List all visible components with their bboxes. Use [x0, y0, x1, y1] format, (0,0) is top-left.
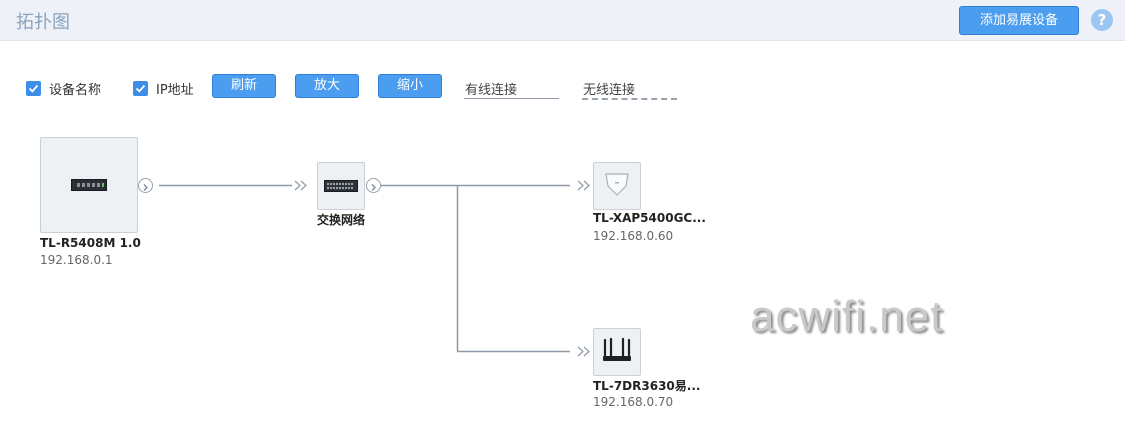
ap-ip: 192.168.0.60: [593, 229, 674, 243]
checkbox-checked-icon: [26, 81, 41, 96]
show-device-name-label: 设备名称: [49, 83, 102, 98]
refresh-button[interactable]: 刷新: [212, 74, 276, 98]
zoom-out-button[interactable]: 缩小: [378, 74, 442, 98]
checkbox-checked-icon: [133, 81, 148, 96]
show-ip-label: IP地址: [156, 83, 194, 98]
router-name: TL-R5408M 1.0: [40, 236, 141, 250]
ap-name: TL-XAP5400GC...: [593, 211, 706, 225]
show-ip-checkbox[interactable]: IP地址: [133, 79, 194, 98]
wifi-router-icon: [601, 336, 633, 368]
mesh-router-ip: 192.168.0.70: [593, 395, 674, 409]
help-icon[interactable]: ?: [1091, 9, 1113, 31]
router-icon: [71, 176, 107, 195]
router-expand-icon[interactable]: [138, 178, 153, 193]
router-ip: 192.168.0.1: [40, 253, 113, 267]
watermark: acwifi.net: [750, 292, 944, 341]
switch-icon: [324, 177, 358, 196]
page-title: 拓扑图: [16, 12, 70, 33]
add-extension-device-button[interactable]: 添加易展设备: [959, 6, 1079, 35]
show-device-name-checkbox[interactable]: 设备名称: [26, 79, 101, 98]
legend-wireless-line: [582, 98, 677, 100]
ap-node[interactable]: [593, 162, 641, 210]
switch-expand-icon[interactable]: [366, 178, 381, 193]
header-bar: 拓扑图 添加易展设备 ?: [0, 0, 1125, 41]
mesh-router-name: TL-7DR3630易...: [593, 379, 701, 393]
switch-name: 交换网络: [317, 213, 366, 227]
legend-wireless-label: 无线连接: [583, 83, 636, 98]
mesh-router-node[interactable]: [593, 328, 641, 376]
legend-wired-label: 有线连接: [465, 83, 518, 98]
zoom-in-button[interactable]: 放大: [295, 74, 359, 98]
ceiling-ap-icon: [602, 170, 632, 202]
switch-node[interactable]: [317, 162, 365, 210]
legend-wired-line: [464, 98, 559, 99]
router-node[interactable]: [40, 137, 138, 233]
